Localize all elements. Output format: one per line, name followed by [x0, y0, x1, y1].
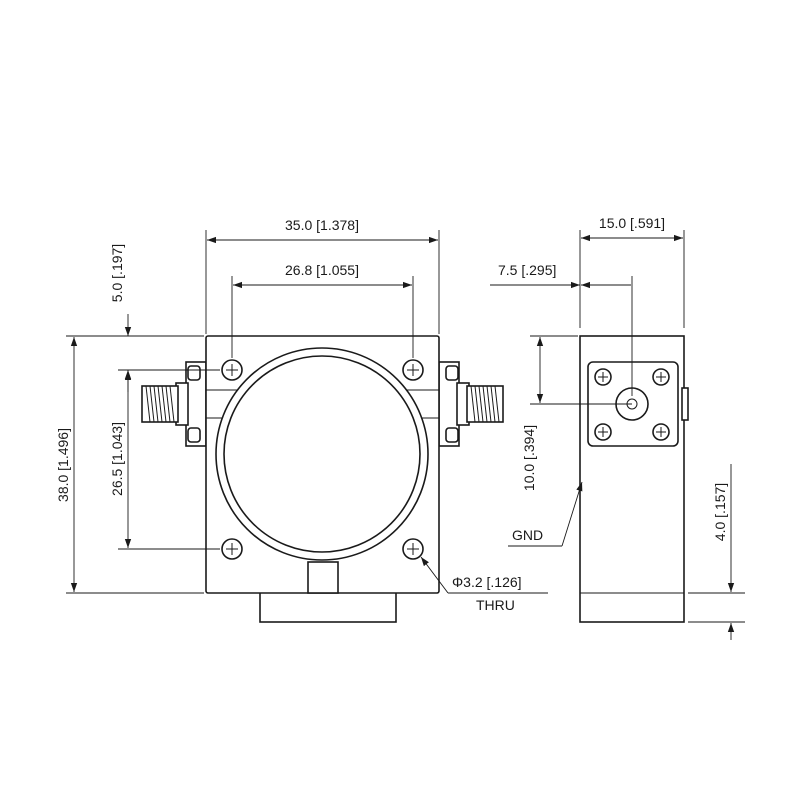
dim-connector-offset-label: 7.5 [.295]: [498, 262, 556, 278]
dim-side-width: 15.0 [.591]: [579, 215, 685, 328]
hole-diameter-label: Φ3.2 [.126]: [452, 574, 522, 590]
dim-front-width-label: 35.0 [1.378]: [285, 217, 359, 233]
gnd-callout: GND: [508, 481, 583, 547]
mounting-hole: [221, 359, 243, 381]
dim-front-height-label: 38.0 [1.496]: [55, 428, 71, 502]
flange-screw: [594, 423, 612, 441]
dim-base-height-label: 4.0 [.157]: [712, 483, 728, 541]
dim-hole-spacing-y: 26.5 [1.043]: [109, 371, 220, 550]
dim-hole-spacing-x-label: 26.8 [1.055]: [285, 262, 359, 278]
mounting-hole: [402, 538, 424, 560]
left-sma-connector: [141, 361, 207, 447]
dim-front-height: 38.0 [1.496]: [55, 335, 204, 594]
right-sma-connector: [438, 361, 504, 447]
side-connector-flange: [587, 361, 679, 447]
dim-connector-offset: 7.5 [.295]: [490, 262, 633, 396]
flange-screw: [652, 423, 670, 441]
bottom-tab: [259, 591, 397, 623]
dim-hole-offset-top-label: 5.0 [.197]: [109, 244, 125, 302]
dim-connector-height-label: 10.0 [.394]: [521, 425, 537, 491]
dim-base-height: 4.0 [.157]: [688, 464, 745, 640]
front-view: 35.0 [1.378] 26.8 [1.055] 38.0 [1.496] 5…: [55, 217, 548, 623]
hole-callout: Φ3.2 [.126] THRU: [420, 556, 548, 613]
dim-hole-spacing-x: 26.8 [1.055]: [231, 262, 414, 358]
flange-screw: [594, 368, 612, 386]
hole-thru-label: THRU: [476, 597, 515, 613]
dim-side-width-label: 15.0 [.591]: [599, 215, 665, 231]
side-view: 15.0 [.591] 7.5 [.295] 10.0 [.394] GND: [490, 215, 745, 640]
dim-hole-offset-top: 5.0 [.197]: [109, 244, 220, 392]
mounting-hole: [402, 359, 424, 381]
gnd-label: GND: [512, 527, 543, 543]
mounting-hole: [221, 538, 243, 560]
circulator-cover: [215, 347, 429, 561]
dim-front-width: 35.0 [1.378]: [205, 217, 440, 334]
flange-screw: [652, 368, 670, 386]
dim-hole-spacing-y-label: 26.5 [1.043]: [109, 422, 125, 496]
dim-connector-height: 10.0 [.394]: [521, 335, 632, 491]
